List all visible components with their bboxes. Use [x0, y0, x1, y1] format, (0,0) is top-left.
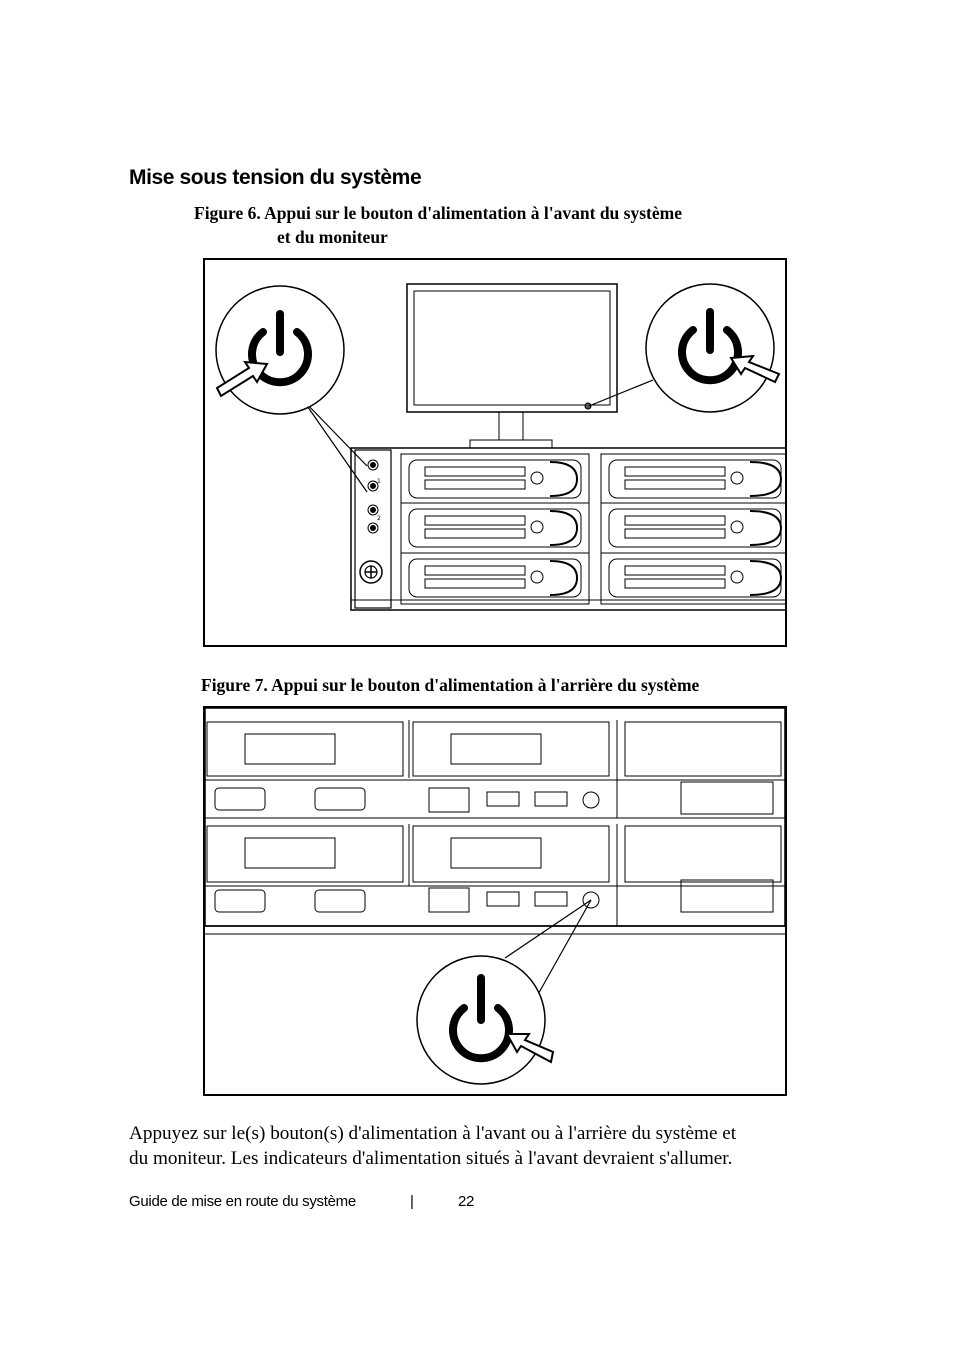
callout-lines [302, 379, 654, 493]
expansion-slots-upper [206, 721, 782, 777]
drive-carrier [408, 508, 582, 548]
arrow-icon [729, 354, 781, 384]
paragraph-line1: Appuyez sur le(s) bouton(s) d'alimentati… [129, 1123, 737, 1144]
drive-carrier [408, 558, 582, 598]
monitor-power-button [584, 402, 592, 410]
front-power-callout [215, 285, 345, 415]
footer-title: Guide de mise en route du système [129, 1193, 356, 1210]
drive-carrier [408, 459, 582, 499]
drive-carriers [408, 459, 783, 598]
power-icon [678, 308, 742, 385]
rear-system-drawing [205, 708, 785, 1085]
footer-separator: | [410, 1193, 414, 1210]
rear-power-button [582, 891, 600, 909]
figure6-caption-line2: et du moniteur [277, 227, 388, 247]
arrow-icon [505, 1033, 555, 1064]
io-ports-lower [214, 879, 774, 913]
server-chassis [350, 447, 785, 611]
section-heading: Mise sous tension du système [129, 166, 422, 189]
figure7-caption: Figure 7. Appui sur le bouton d'alimenta… [201, 675, 700, 695]
paragraph-line2: du moniteur. Les indicateurs d'alimentat… [129, 1148, 733, 1169]
figure6-caption-line1: Figure 6. Appui sur le bouton d'alimenta… [194, 203, 682, 223]
figure6-illustration: 1 2 [203, 258, 787, 647]
rear-power-callout [416, 955, 555, 1085]
rear-chassis [205, 708, 785, 935]
expansion-slots-lower [206, 825, 782, 883]
arrow-icon [215, 360, 269, 398]
drive-carrier [608, 459, 783, 499]
monitor [406, 283, 618, 449]
power-icon [449, 974, 513, 1063]
drive-carrier [608, 558, 783, 598]
io-ports-upper [214, 781, 774, 815]
footer-page-number: 22 [458, 1193, 475, 1210]
monitor-power-callout [645, 283, 781, 413]
bay1-label: 1 [377, 478, 381, 485]
power-icon [248, 310, 312, 387]
front-system-monitor-drawing: 1 2 [215, 283, 785, 611]
figure7-illustration [203, 706, 787, 1096]
body-paragraph: Appuyez sur le(s) bouton(s) d'alimentati… [129, 1121, 849, 1171]
drive-carrier [608, 508, 783, 548]
bay2-label: 2 [377, 515, 381, 522]
